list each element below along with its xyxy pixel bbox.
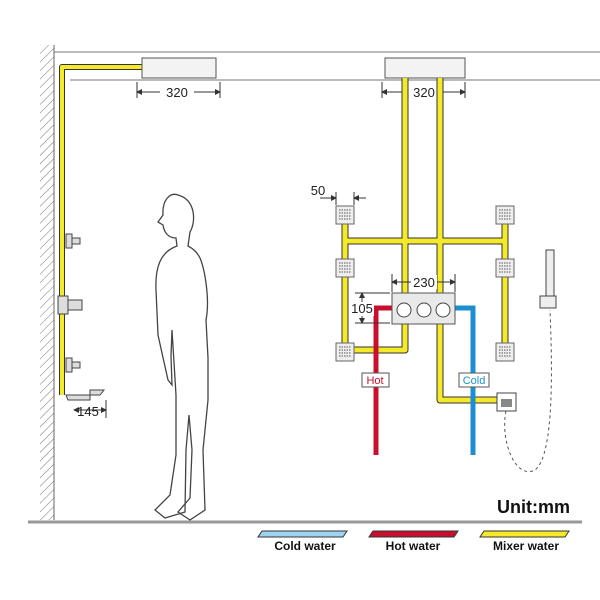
svg-text:320: 320 bbox=[166, 85, 188, 100]
side-body-jets bbox=[57, 233, 106, 401]
ceiling bbox=[54, 51, 600, 81]
rain-head-side bbox=[141, 57, 217, 79]
svg-text:320: 320 bbox=[413, 85, 435, 100]
dim-jet-width: 50 bbox=[311, 183, 366, 205]
dim-valve-width: 230 bbox=[391, 274, 456, 292]
hot-water-pipe bbox=[373, 305, 393, 455]
cold-water-pipe bbox=[455, 305, 476, 455]
hand-shower-outlet bbox=[496, 392, 517, 412]
wall bbox=[40, 45, 55, 520]
mixer-water-pipes bbox=[341, 78, 509, 404]
unit-label: Unit:mm bbox=[497, 497, 570, 517]
dim-spout: 145 bbox=[73, 400, 107, 419]
legend: Cold water Hot water Mixer water bbox=[257, 530, 570, 553]
legend-mixer-water: Mixer water bbox=[479, 530, 570, 553]
svg-text:Hot water: Hot water bbox=[386, 539, 441, 553]
person-figure bbox=[154, 193, 209, 521]
svg-text:50: 50 bbox=[311, 183, 325, 198]
legend-cold-water: Cold water bbox=[257, 530, 348, 553]
cold-label: Cold bbox=[458, 372, 490, 388]
svg-text:Cold: Cold bbox=[463, 375, 486, 387]
svg-text:Mixer water: Mixer water bbox=[493, 539, 559, 553]
svg-text:Cold water: Cold water bbox=[274, 539, 336, 553]
dim-valve-height: 105 bbox=[350, 292, 390, 324]
hand-shower-hose bbox=[504, 309, 552, 473]
dim-head-right: 320 bbox=[381, 82, 466, 100]
svg-text:105: 105 bbox=[351, 301, 373, 316]
svg-text:Hot: Hot bbox=[366, 375, 383, 387]
hot-label: Hot bbox=[361, 372, 390, 388]
hand-shower bbox=[539, 249, 557, 309]
legend-hot-water: Hot water bbox=[368, 530, 459, 553]
dim-head-left: 320 bbox=[136, 82, 221, 100]
thermostatic-valve bbox=[391, 292, 456, 325]
svg-text:230: 230 bbox=[413, 275, 435, 290]
svg-text:145: 145 bbox=[77, 404, 99, 419]
side-view-mixer-pipe bbox=[59, 64, 142, 395]
rain-head-front bbox=[384, 57, 466, 79]
